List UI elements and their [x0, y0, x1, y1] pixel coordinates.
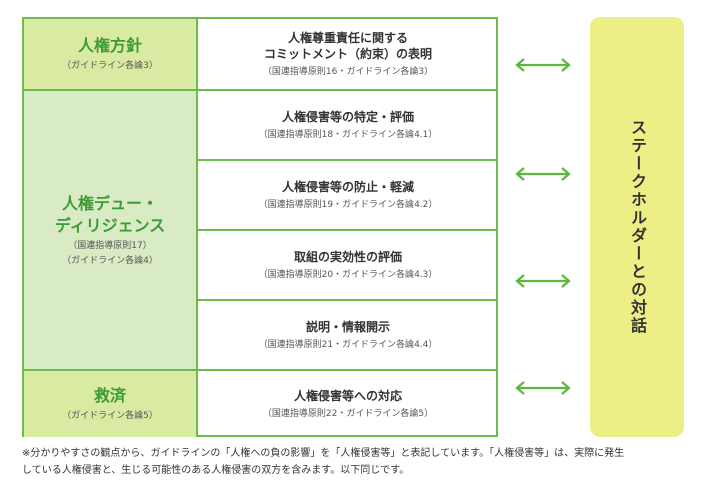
item-reference: （国連指導原則20・ガイドライン各論4.3） [258, 270, 438, 280]
item-reference: （国連指導原則21・ガイドライン各論4.4） [258, 340, 438, 350]
footnote-line-2: している人権侵害と、生じる可能性のある人権侵害の双方を含みます。以下同じです。 [22, 465, 410, 476]
item-response: 人権侵害等への対応 （国連指導原則22・ガイドライン各論5） [196, 371, 498, 437]
double-arrow-icon [515, 274, 571, 288]
divider [196, 299, 496, 301]
item-reference: （国連指導原則16・ガイドライン各論3） [262, 67, 434, 77]
category-reference: （国連指導原則17） [68, 240, 152, 251]
divider [24, 369, 496, 371]
stakeholder-dialogue-box: ステークホルダーとの対話 [590, 17, 684, 437]
category-reference: （ガイドライン各論5） [62, 411, 158, 421]
item-title: 取組の実効性の評価 [293, 250, 402, 264]
category-reference-2: （ガイドライン各論4） [62, 255, 158, 266]
double-arrow-icon [515, 167, 571, 181]
category-title: 人権方針 [77, 36, 142, 55]
divider [196, 229, 496, 231]
item-title: 人権尊重責任に関する コミットメント（約束）の表明 [263, 31, 432, 61]
item-title: 人権侵害等の特定・評価 [281, 110, 414, 124]
divider [196, 159, 496, 161]
category-human-rights-policy: 人権方針 （ガイドライン各論3） [24, 19, 196, 89]
category-reference: （ガイドライン各論3） [62, 61, 158, 71]
double-arrow-icon [515, 58, 571, 72]
double-arrow-icon [515, 381, 571, 395]
item-effectiveness: 取組の実効性の評価 （国連指導原則20・ガイドライン各論4.3） [196, 231, 498, 299]
item-commitment: 人権尊重責任に関する コミットメント（約束）の表明 （国連指導原則16・ガイドラ… [196, 19, 498, 89]
item-identify-assess: 人権侵害等の特定・評価 （国連指導原則18・ガイドライン各論4.1） [196, 91, 498, 159]
item-title: 人権侵害等の防止・軽減 [281, 180, 414, 194]
footnote: ※分かりやすさの観点から、ガイドラインの「人権への負の影響」を「人権侵害等」と表… [22, 445, 692, 479]
footnote-line-1: ※分かりやすさの観点から、ガイドラインの「人権への負の影響」を「人権侵害等」と表… [22, 448, 625, 459]
item-title: 説明・情報開示 [305, 320, 390, 334]
category-title: 人権デュー・ ディリジェンス [54, 193, 166, 235]
item-title: 人権侵害等への対応 [293, 389, 402, 403]
item-reference: （国連指導原則19・ガイドライン各論4.2） [258, 200, 438, 210]
item-disclosure: 説明・情報開示 （国連指導原則21・ガイドライン各論4.4） [196, 301, 498, 369]
item-prevent-mitigate: 人権侵害等の防止・軽減 （国連指導原則19・ガイドライン各論4.2） [196, 161, 498, 229]
category-title: 救済 [93, 386, 126, 405]
category-remedy: 救済 （ガイドライン各論5） [24, 371, 196, 437]
divider [24, 89, 496, 91]
item-reference: （国連指導原則18・ガイドライン各論4.1） [258, 130, 438, 140]
item-reference: （国連指導原則22・ガイドライン各論5） [262, 409, 434, 419]
framework-table: 人権方針 （ガイドライン各論3） 人権デュー・ ディリジェンス （国連指導原則1… [22, 17, 498, 437]
stakeholder-dialogue-label: ステークホルダーとの対話 [628, 119, 647, 335]
category-due-diligence: 人権デュー・ ディリジェンス （国連指導原則17） （ガイドライン各論4） [24, 91, 196, 369]
